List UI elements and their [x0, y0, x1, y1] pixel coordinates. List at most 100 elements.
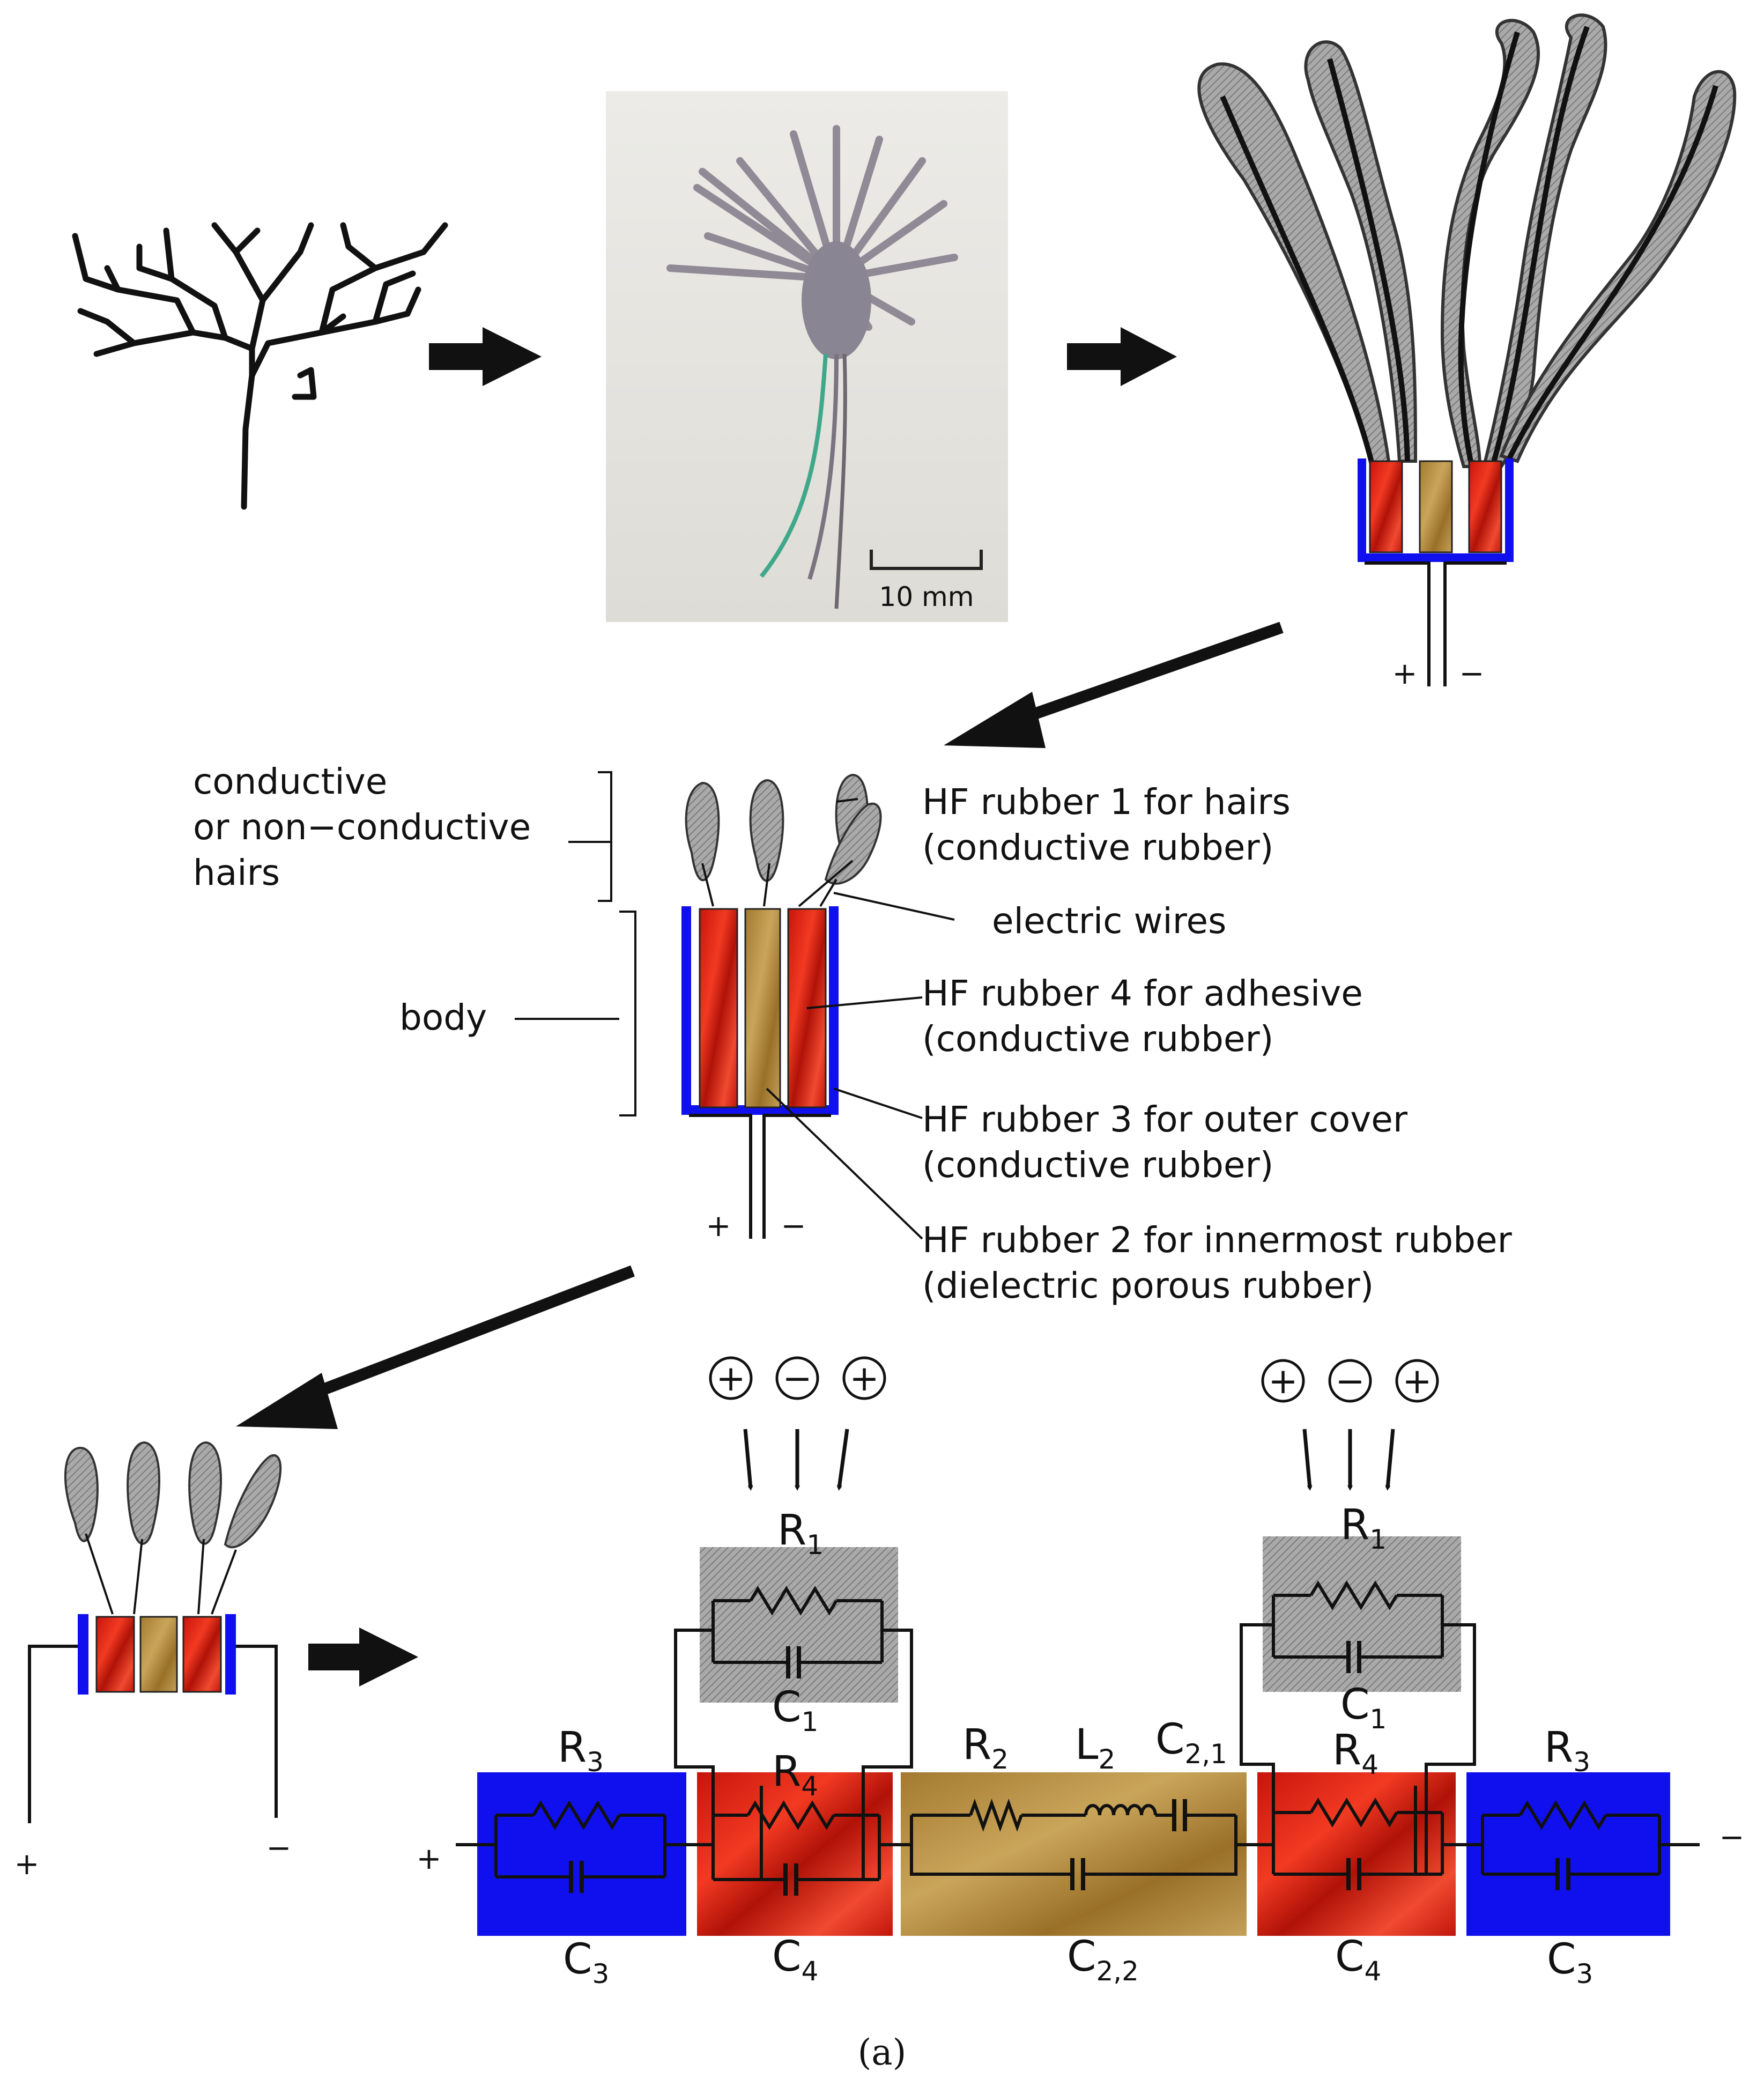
- C3-left-main: C: [563, 1935, 592, 1984]
- label-hf4-line2: (conductive rubber): [922, 1018, 1273, 1060]
- label-hf2-line1: HF rubber 2 for innermost rubber: [922, 1219, 1513, 1261]
- label-body: body: [399, 997, 487, 1038]
- svg-text:C4: C4: [1335, 1933, 1381, 1987]
- R4-left-main: R: [772, 1748, 801, 1796]
- label-C3-left: C3: [563, 1935, 609, 1989]
- terminal-minus-2: −: [781, 1209, 806, 1244]
- sensor-schematic-horizontal: [28, 1441, 282, 1823]
- label-hf3-line2: (conductive rubber): [922, 1144, 1273, 1186]
- terminal-plus-1: +: [1392, 656, 1418, 691]
- R3-left-main: R: [558, 1723, 587, 1772]
- svg-text:C2,2: C2,2: [1067, 1933, 1139, 1987]
- resistor: [749, 1586, 838, 1616]
- label-C3-right: C3: [1547, 1935, 1593, 1989]
- C3-right-sub: 3: [1576, 1958, 1593, 1989]
- svg-text:C2,1: C2,1: [1155, 1715, 1227, 1770]
- dendrite-tree-drawing: [72, 222, 448, 510]
- label-hf1-line2: (conductive rubber): [922, 827, 1273, 868]
- charge-right-2: −: [1335, 1360, 1365, 1402]
- arrow-diagonal-1: [1011, 622, 1284, 727]
- C3-left-sub: 3: [592, 1958, 609, 1989]
- figure-caption: (a): [858, 2032, 907, 2073]
- svg-text:L2: L2: [1075, 1721, 1115, 1775]
- R4-left-sub: 4: [801, 1771, 818, 1802]
- resistor: [532, 1800, 621, 1830]
- svg-text:R1: R1: [1340, 1501, 1387, 1555]
- R3-left-sub: 3: [587, 1747, 604, 1778]
- svg-text:R4: R4: [772, 1748, 818, 1802]
- svg-text:R1: R1: [777, 1506, 824, 1560]
- labelled-sensor-structure: [515, 771, 955, 1240]
- circuit-wire: [1083, 1815, 1237, 1876]
- label-L2: L2: [1075, 1721, 1115, 1775]
- label-hf3-line1: HF rubber 3 for outer cover: [922, 1099, 1408, 1140]
- label-C1-right: C1: [1340, 1681, 1387, 1735]
- C3-right-main: C: [1547, 1935, 1576, 1984]
- C22-main: C: [1067, 1933, 1096, 1981]
- arrow-right-3: [308, 1628, 418, 1686]
- charge-left-2: −: [782, 1358, 812, 1399]
- R2-sub: 2: [991, 1744, 1009, 1775]
- svg-text:R3: R3: [558, 1723, 604, 1778]
- circuit-wire: [1425, 1623, 1476, 1874]
- label-C4-left: C4: [772, 1933, 818, 1987]
- circuit-wire: [674, 1629, 715, 1815]
- L2-main: L: [1075, 1721, 1099, 1769]
- C22-sub: 2,2: [1096, 1956, 1139, 1987]
- label-hf1-line1: HF rubber 1 for hairs: [922, 781, 1291, 823]
- C1-right-main: C: [1340, 1681, 1369, 1729]
- terminal-plus-2: +: [706, 1209, 731, 1244]
- svg-text:C4: C4: [772, 1933, 818, 1987]
- svg-text:R2: R2: [962, 1721, 1009, 1775]
- L2-sub: 2: [1098, 1744, 1115, 1775]
- label-C4-right: C4: [1335, 1933, 1381, 1987]
- C4-left-sub: 4: [801, 1956, 818, 1987]
- R1-left-main: R: [777, 1506, 806, 1555]
- circuit-wiring: [456, 1580, 1700, 1896]
- label-C22: C2,2: [1067, 1933, 1139, 1987]
- label-electric-wires: electric wires: [992, 900, 1226, 942]
- charge-left-1: +: [716, 1358, 745, 1399]
- label-C21: C2,1: [1155, 1715, 1227, 1770]
- circuit-terminal-minus: −: [1719, 1820, 1745, 1855]
- label-R2: R2: [962, 1721, 1009, 1775]
- label-C1-left: C1: [772, 1683, 818, 1737]
- sensor-schematic-large: [1197, 13, 1737, 686]
- resistor: [1309, 1580, 1398, 1610]
- C4-left-main: C: [772, 1933, 801, 1981]
- arrow-diagonal-2: [309, 1265, 635, 1400]
- C21-sub: 2,1: [1184, 1739, 1227, 1770]
- charge-right-1: +: [1268, 1360, 1298, 1402]
- R1-right-main: R: [1340, 1501, 1369, 1549]
- charge-arrows: [743, 1429, 1395, 1491]
- C1-left-main: C: [772, 1683, 801, 1732]
- R1-left-sub: 1: [806, 1529, 824, 1560]
- label-hairs-2: or non−conductive: [193, 807, 531, 848]
- circuit-wire: [862, 1629, 913, 1880]
- label-R3-right: R3: [1544, 1723, 1590, 1778]
- svg-text:R3: R3: [1544, 1723, 1590, 1778]
- resistor: [1518, 1800, 1607, 1830]
- label-R1-left: R1: [777, 1506, 824, 1560]
- label-R1-right: R1: [1340, 1501, 1387, 1555]
- svg-text:C3: C3: [1547, 1935, 1593, 1989]
- terminal-minus-1: −: [1459, 656, 1485, 691]
- svg-text:C1: C1: [1340, 1681, 1387, 1735]
- equivalent-circuit: [477, 1536, 1670, 1936]
- label-hairs-1: conductive: [193, 761, 387, 802]
- charges-left: + − +: [709, 1356, 886, 1400]
- C1-left-sub: 1: [801, 1706, 818, 1737]
- scale-bar-label: 10 mm: [879, 581, 974, 612]
- circuit-terminal-plus: +: [417, 1841, 442, 1876]
- svg-text:C1: C1: [772, 1683, 818, 1737]
- inductor: [1084, 1804, 1157, 1816]
- resistor: [1309, 1797, 1398, 1828]
- R4-right-main: R: [1332, 1726, 1361, 1774]
- C4-right-main: C: [1335, 1933, 1364, 1981]
- circuit-wire: [910, 1815, 1072, 1876]
- R3-right-sub: 3: [1573, 1747, 1590, 1778]
- R2-main: R: [962, 1721, 991, 1769]
- label-R4-left: R4: [772, 1748, 818, 1802]
- terminal-plus-3: +: [14, 1847, 40, 1882]
